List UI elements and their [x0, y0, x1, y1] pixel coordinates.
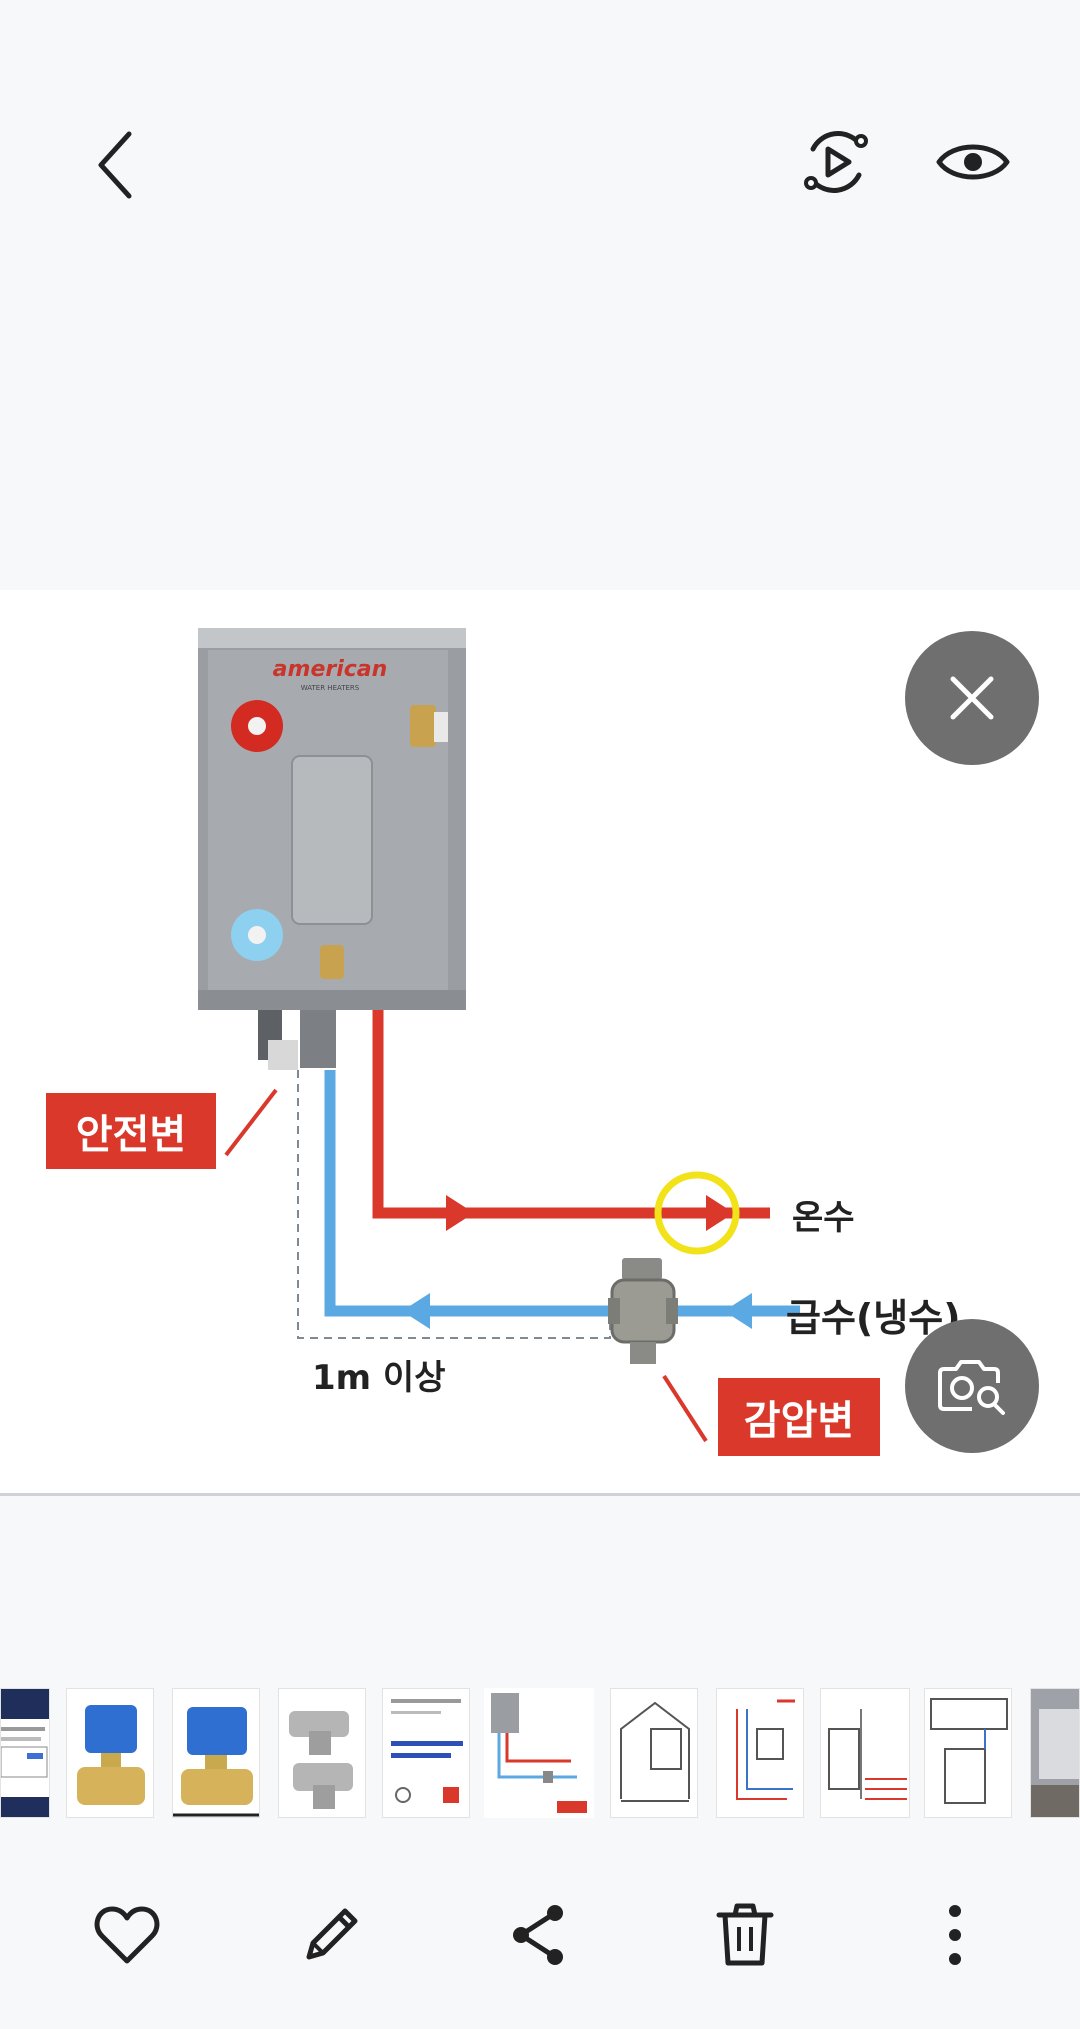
- visual-search-button[interactable]: [905, 1319, 1039, 1453]
- spec-sheet-thumb-art: [1, 1689, 49, 1817]
- ball-valve-2-thumb-art: [173, 1707, 259, 1817]
- motion-photo-icon: [804, 131, 868, 193]
- thumb-plumbing-diagram-2[interactable]: [716, 1688, 804, 1818]
- tee-fittings-thumb-art: [289, 1711, 353, 1809]
- thumb-ball-valve-1[interactable]: [66, 1688, 154, 1818]
- water-heater-diagram: american WATER HEATERS: [198, 628, 800, 1443]
- share-icon: [513, 1905, 563, 1965]
- heart-icon: [94, 1906, 160, 1964]
- certificate-thumb-art: [391, 1699, 463, 1803]
- delete-button[interactable]: [700, 1880, 790, 1990]
- close-button[interactable]: [905, 631, 1039, 765]
- trash-icon: [716, 1903, 774, 1966]
- pencil-icon: [306, 1908, 358, 1960]
- thumb-spec-sheet[interactable]: [0, 1688, 50, 1818]
- visual-search-icon: [938, 1360, 1005, 1415]
- photo-viewer[interactable]: american WATER HEATERS: [0, 590, 1080, 1494]
- thumb-piping-diagram[interactable]: [924, 1688, 1012, 1818]
- safety-valve-tag: 안전변: [46, 1093, 216, 1169]
- filmstrip[interactable]: [0, 1688, 1080, 1818]
- eye-icon: [936, 144, 1010, 180]
- plumbing-diagram-1-thumb-art: [620, 1701, 690, 1802]
- photo-thumb-art: [1031, 1689, 1079, 1817]
- motion-photo-button[interactable]: [796, 122, 876, 202]
- thumb-floor-heating-diagram[interactable]: [820, 1688, 910, 1818]
- ball-valve-thumb-art: [77, 1705, 145, 1805]
- thumb-photo[interactable]: [1030, 1688, 1080, 1818]
- distance-label: 1m 이상: [312, 1358, 446, 1398]
- thumb-tee-fittings[interactable]: [278, 1688, 366, 1818]
- thumb-certificate[interactable]: [382, 1688, 470, 1818]
- view-button[interactable]: [928, 122, 1018, 202]
- more-options-button[interactable]: [910, 1880, 1000, 1990]
- share-button[interactable]: [494, 1880, 584, 1990]
- plumbing-diagram-2-thumb-art: [736, 1699, 795, 1800]
- bottom-action-bar: [0, 1880, 1080, 1990]
- close-icon: [950, 676, 994, 720]
- divider: [0, 1493, 1080, 1496]
- chevron-left-icon: [98, 131, 132, 199]
- piping-diagram-thumb-art: [930, 1698, 1008, 1804]
- favorite-button[interactable]: [82, 1880, 172, 1990]
- thumb-plumbing-diagram-1[interactable]: [610, 1688, 698, 1818]
- pressure-valve-tag: 감압변: [718, 1378, 880, 1456]
- hot-water-label: 온수: [792, 1198, 855, 1238]
- floor-heating-thumb-art: [828, 1709, 907, 1800]
- brand-sub: WATER HEATERS: [301, 684, 360, 692]
- back-button[interactable]: [80, 120, 150, 210]
- edit-button[interactable]: [286, 1880, 376, 1990]
- top-toolbar: [0, 0, 1080, 330]
- thumb-ball-valve-2[interactable]: [172, 1688, 260, 1818]
- thumb-water-heater-current[interactable]: [484, 1688, 594, 1818]
- more-vertical-icon: [949, 1905, 961, 1965]
- brand-logo: american: [273, 657, 388, 682]
- water-heater-thumb-art: [491, 1693, 587, 1813]
